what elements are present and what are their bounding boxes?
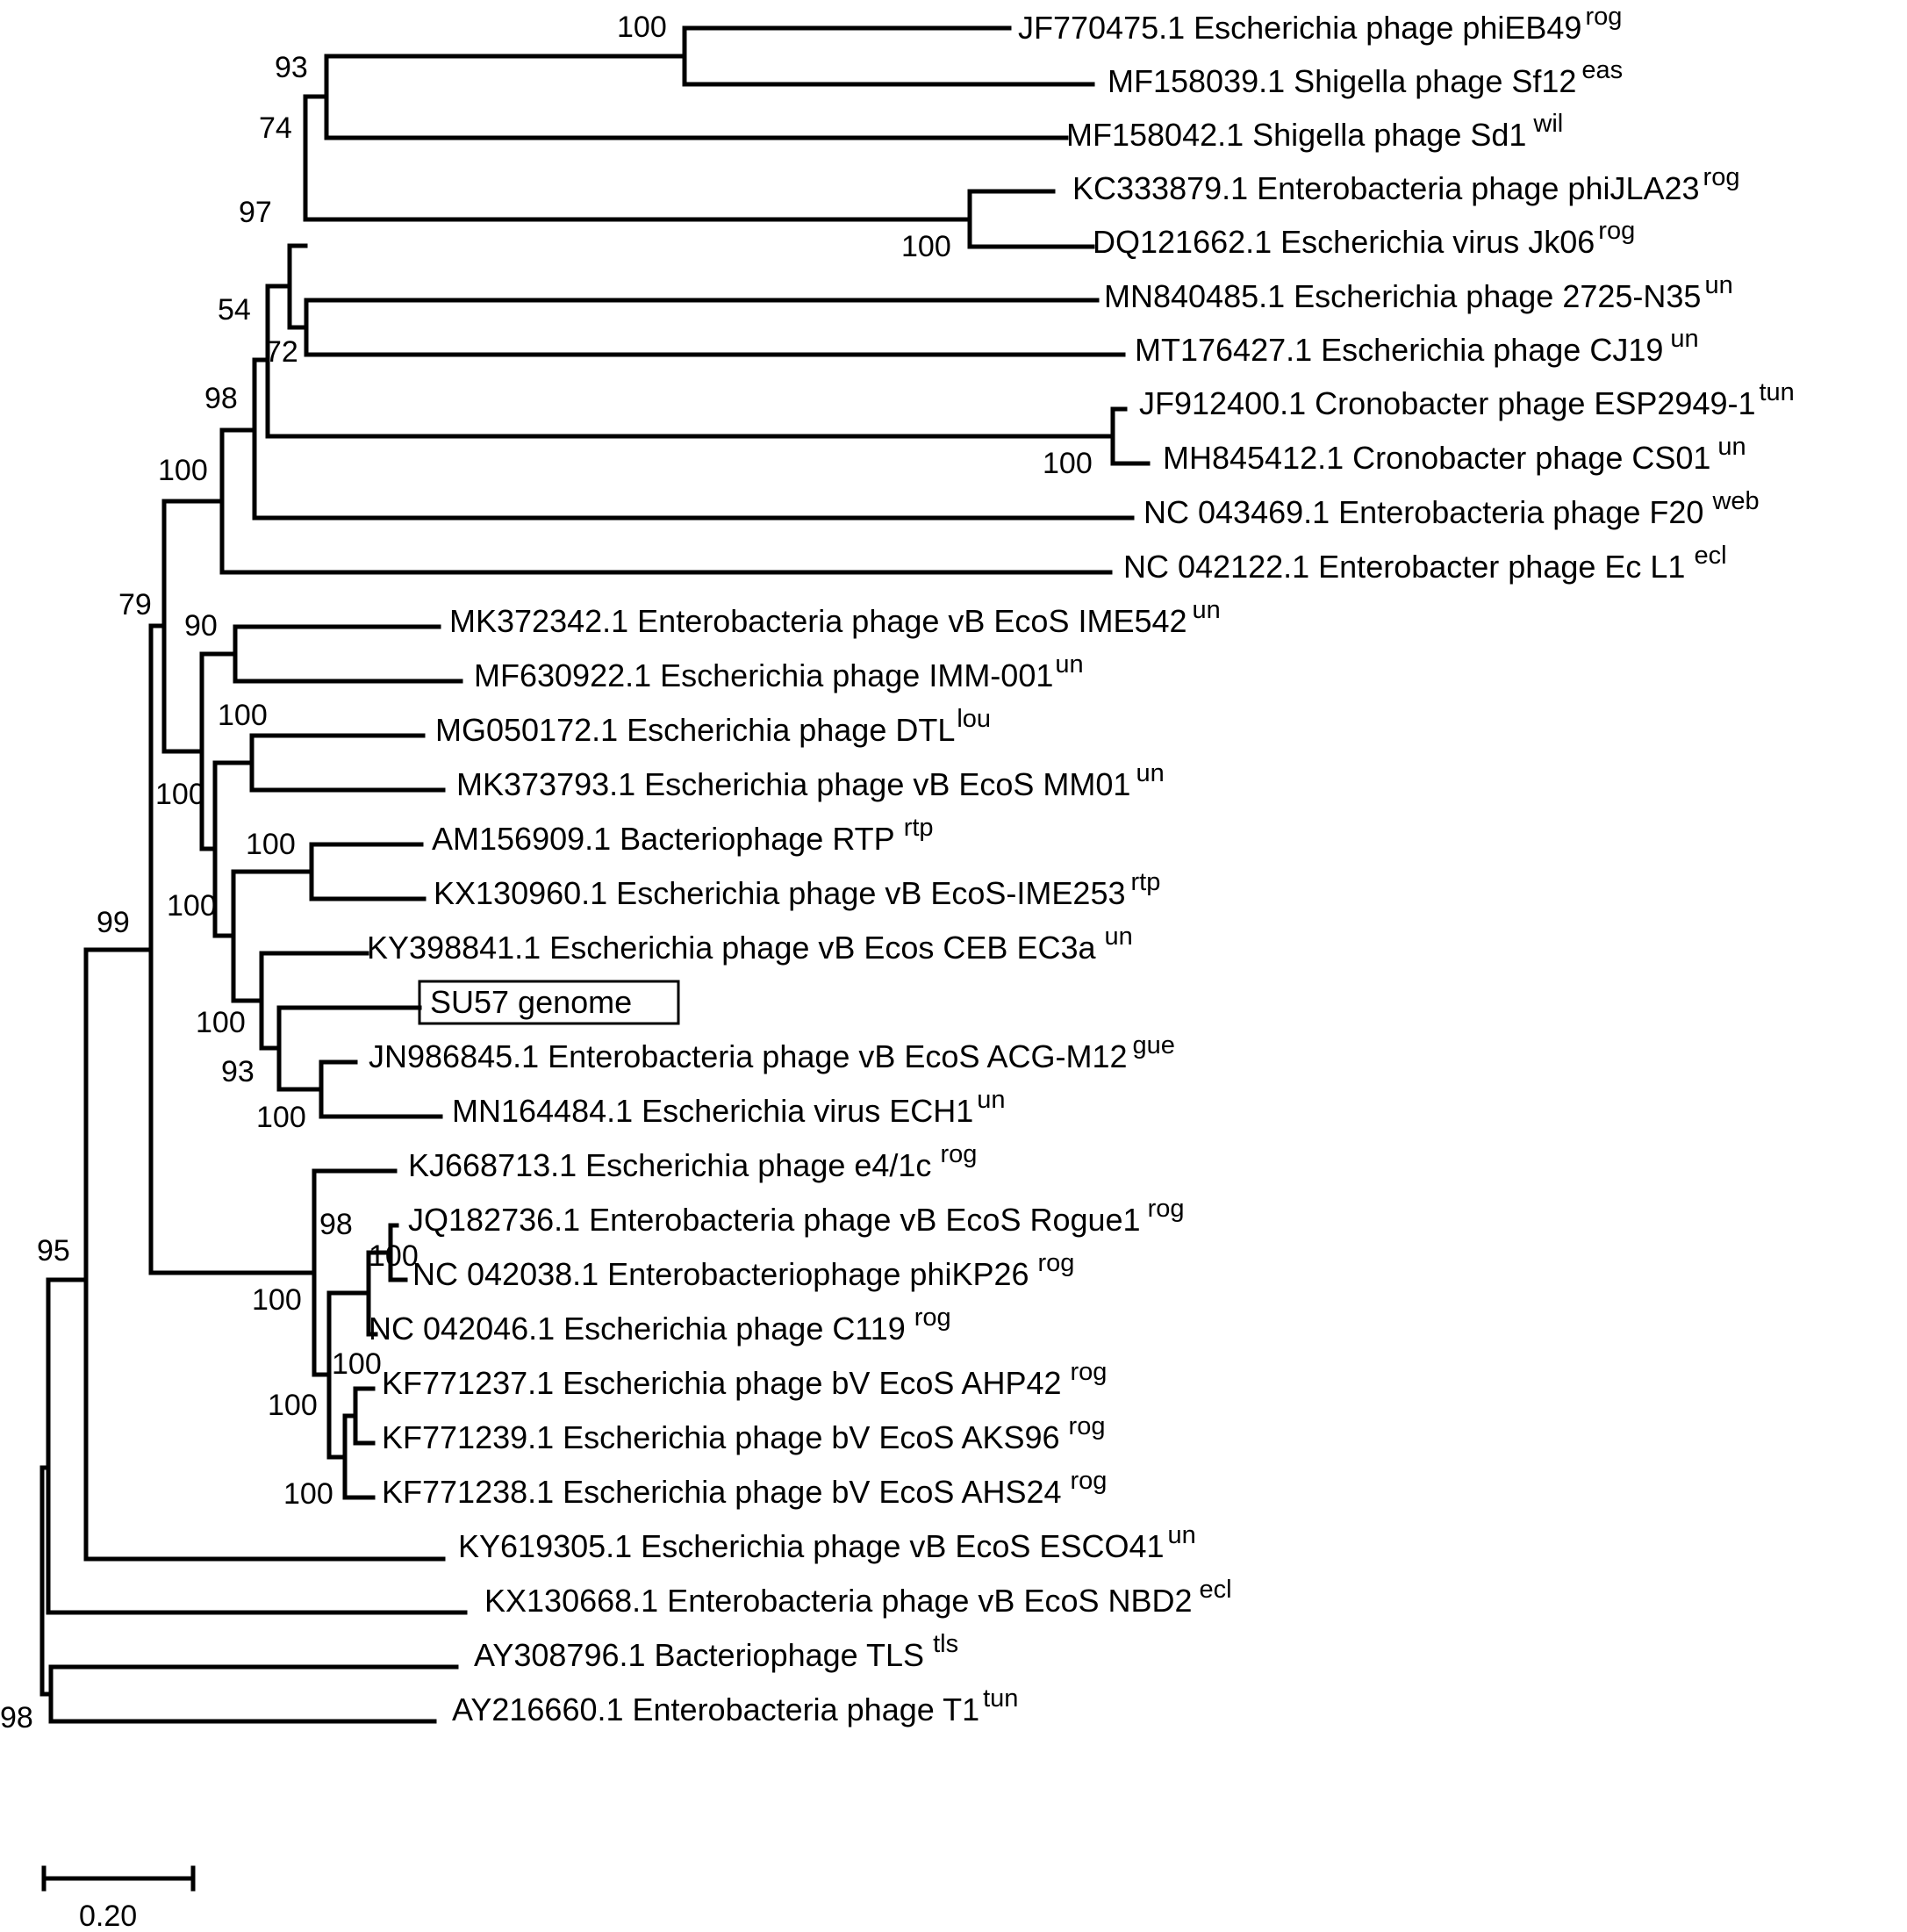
leaf-label: MG050172.1 Escherichia phage DTLlou bbox=[435, 705, 991, 748]
leaf-label: MK373793.1 Escherichia phage vB EcoS MM0… bbox=[456, 759, 1165, 802]
bootstrap-value: 100 bbox=[167, 889, 217, 923]
leaf-label: KC333879.1 Enterobacteria phage phiJLA23… bbox=[1072, 163, 1739, 206]
leaf-label: JN986845.1 Enterobacteria phage vB EcoS … bbox=[369, 1031, 1175, 1074]
bootstrap-value: 97 bbox=[239, 196, 272, 229]
leaf-label: KF771237.1 Escherichia phage bV EcoS AHP… bbox=[382, 1358, 1107, 1401]
leaf-label: KX130668.1 Enterobacteria phage vB EcoS … bbox=[484, 1576, 1232, 1619]
leaf-label: JQ182736.1 Enterobacteria phage vB EcoS … bbox=[408, 1195, 1185, 1238]
leaf-label: MF630922.1 Escherichia phage IMM-001un bbox=[474, 650, 1084, 693]
bootstrap-value: 100 bbox=[158, 454, 208, 487]
leaf-label: MK372342.1 Enterobacteria phage vB EcoS … bbox=[449, 596, 1221, 639]
leaf-label: KF771238.1 Escherichia phage bV EcoS AHS… bbox=[382, 1467, 1107, 1510]
bootstrap-value: 99 bbox=[97, 906, 130, 939]
leaf-label-su57: SU57 genome bbox=[430, 984, 632, 1020]
bootstrap-value: 72 bbox=[265, 335, 298, 369]
bootstrap-value: 98 bbox=[0, 1701, 33, 1734]
bootstrap-value: 93 bbox=[221, 1055, 255, 1088]
bootstrap-value: 100 bbox=[218, 699, 268, 732]
bootstrap-value: 100 bbox=[155, 778, 205, 811]
scale-bar: 0.20 bbox=[41, 1865, 196, 1932]
leaf-label: KX130960.1 Escherichia phage vB EcoS-IME… bbox=[434, 868, 1160, 911]
bootstrap-value: 100 bbox=[901, 230, 951, 263]
highlighted-leaf-su57: SU57 genome bbox=[418, 980, 680, 1025]
bootstrap-value: 100 bbox=[369, 1239, 419, 1273]
bootstrap-value: 100 bbox=[252, 1283, 302, 1317]
leaf-label: KY398841.1 Escherichia phage vB Ecos CEB… bbox=[367, 923, 1133, 966]
bootstrap-value: 100 bbox=[268, 1389, 318, 1422]
bootstrap-value: 100 bbox=[246, 828, 296, 861]
bootstrap-value: 100 bbox=[256, 1101, 306, 1134]
bootstrap-value: 93 bbox=[275, 51, 308, 84]
bootstrap-value: 79 bbox=[118, 588, 152, 621]
bootstrap-value: 54 bbox=[218, 293, 251, 327]
bootstrap-value: 100 bbox=[1043, 447, 1093, 480]
bootstrap-values: 100 93 74 97 100 54 72 98 100 100 79 90 … bbox=[0, 11, 1093, 1734]
bootstrap-value: 98 bbox=[204, 382, 238, 415]
bootstrap-value: 95 bbox=[37, 1234, 70, 1268]
bootstrap-value: 90 bbox=[184, 609, 218, 643]
leaf-label: KY619305.1 Escherichia phage vB EcoS ESC… bbox=[458, 1521, 1196, 1564]
bootstrap-value: 74 bbox=[259, 111, 292, 145]
bootstrap-value: 100 bbox=[196, 1006, 246, 1039]
scale-bar-label: 0.20 bbox=[79, 1900, 137, 1932]
bootstrap-value: 100 bbox=[617, 11, 667, 44]
bootstrap-value: 98 bbox=[319, 1208, 353, 1241]
bootstrap-value: 100 bbox=[283, 1477, 333, 1511]
leaf-label: KF771239.1 Escherichia phage bV EcoS AKS… bbox=[382, 1412, 1105, 1455]
bootstrap-value: 100 bbox=[332, 1347, 382, 1381]
tree-branches bbox=[39, 25, 1151, 1724]
